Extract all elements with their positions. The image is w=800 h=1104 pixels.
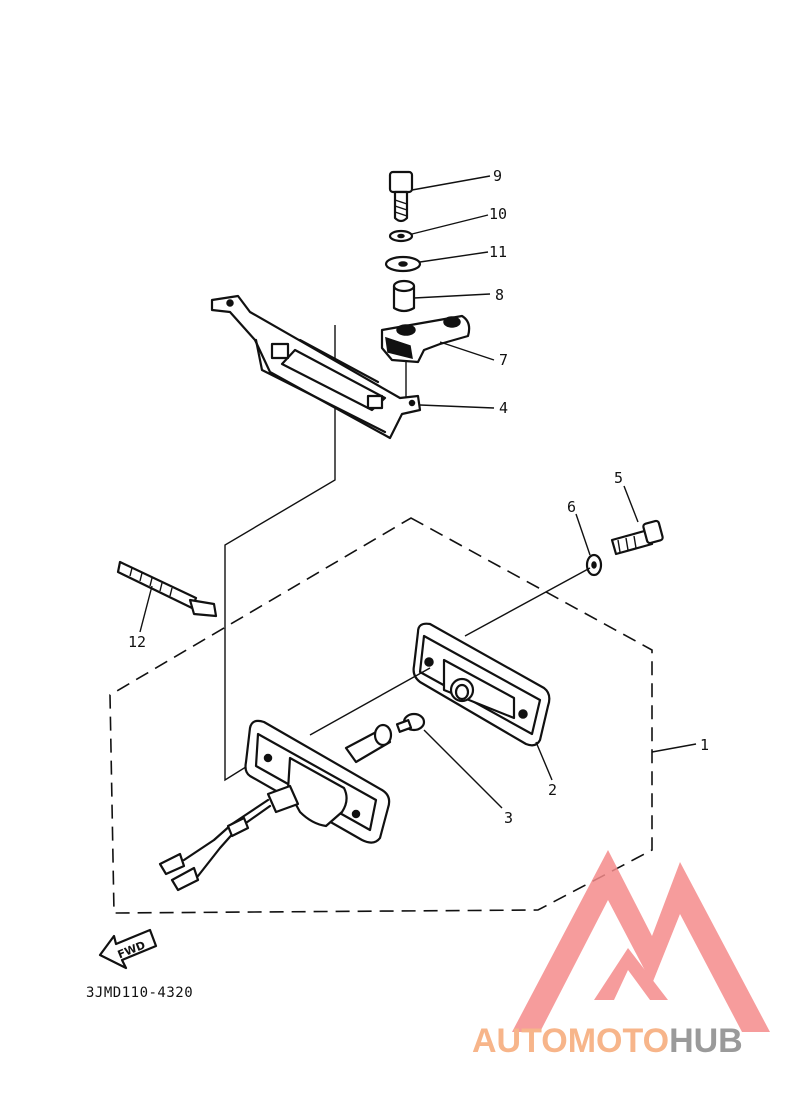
assembly-outline	[109, 517, 653, 914]
license-bracket-4	[210, 294, 422, 440]
leader-8	[413, 293, 491, 299]
lens-2	[412, 622, 551, 747]
washer-11	[384, 255, 422, 273]
leader-4	[419, 404, 495, 409]
leader-2	[535, 741, 553, 781]
leader-9	[411, 175, 491, 191]
callout-9: 9	[493, 167, 502, 185]
callout-6: 6	[567, 498, 576, 516]
leader-1	[651, 743, 697, 753]
guide-line-bracket	[224, 325, 336, 782]
bolt-9	[388, 170, 414, 223]
leader-3	[423, 729, 503, 809]
leader-11	[419, 251, 489, 263]
watermark-triangle	[512, 850, 770, 1032]
spring-washer-10	[388, 229, 414, 243]
diagram-code: 3JMD110-4320	[86, 985, 193, 1001]
callout-7: 7	[499, 351, 508, 369]
lamp-base	[158, 719, 393, 892]
callout-10: 10	[489, 205, 507, 223]
leader-12	[139, 585, 153, 633]
watermark-inner	[594, 948, 668, 1000]
callout-2: 2	[548, 781, 557, 799]
guide-line-2	[309, 667, 431, 736]
leader-7	[439, 341, 495, 361]
bulb-3	[395, 712, 426, 733]
leader-5	[623, 485, 639, 523]
callout-4: 4	[499, 399, 508, 417]
leader-10	[411, 214, 489, 235]
arm-bracket-7	[380, 314, 471, 364]
watermark-logo-icon	[512, 850, 770, 1032]
watermark-text: AUTOMOTOHUB	[472, 1022, 743, 1060]
watermark-text-part1: AUTOMOTO	[472, 1022, 669, 1060]
guide-line-6	[464, 567, 591, 637]
callout-12: 12	[128, 633, 146, 651]
fwd-arrow-icon: FWD	[98, 928, 158, 970]
callout-5: 5	[614, 469, 623, 487]
callout-3: 3	[504, 809, 513, 827]
callout-11: 11	[489, 243, 507, 261]
watermark-text-part2: HUB	[669, 1022, 743, 1060]
washer-6	[585, 553, 603, 577]
screw-5	[610, 519, 664, 556]
callout-1: 1	[700, 736, 709, 754]
callout-8: 8	[495, 286, 504, 304]
leader-6	[575, 513, 591, 556]
collar-8	[392, 279, 416, 313]
cable-tie-12	[116, 560, 218, 618]
